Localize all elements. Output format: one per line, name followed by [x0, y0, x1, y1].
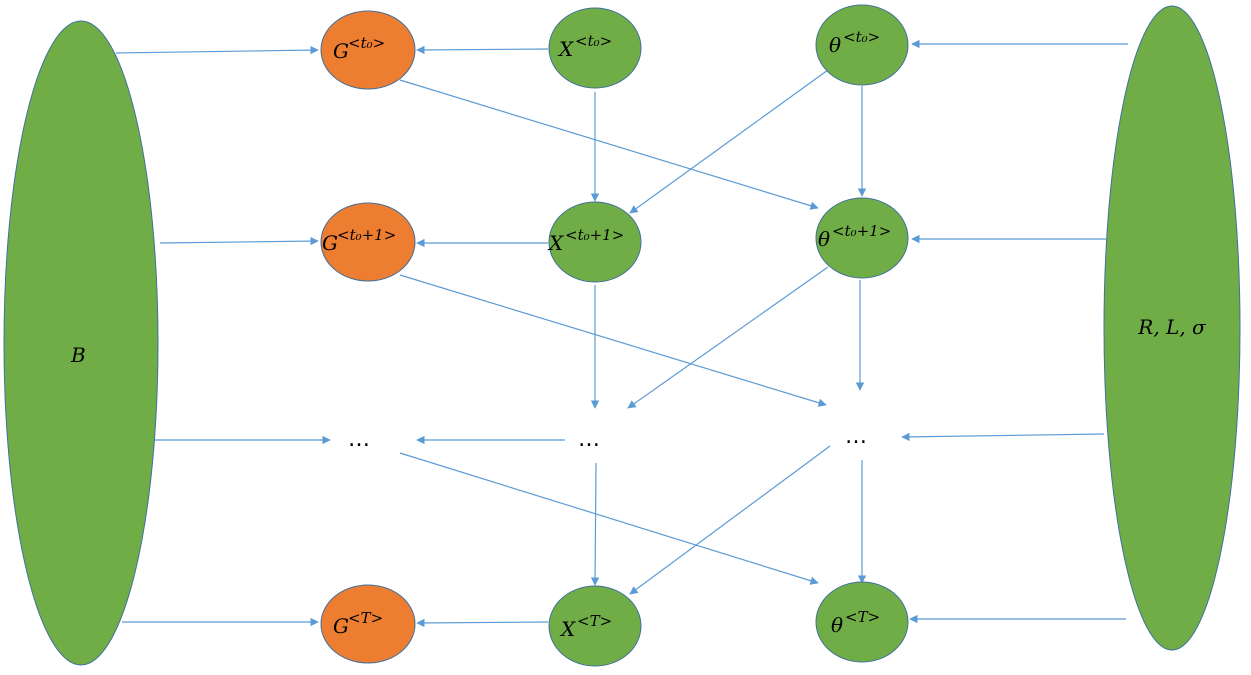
- edge-r-thdots: [901, 432, 1105, 442]
- edge-xdots-xt: [590, 462, 600, 586]
- edge-x0-g0: [416, 45, 549, 55]
- node-x-t0-base: X: [557, 37, 574, 61]
- edge-b-g1: [159, 236, 319, 246]
- node-g-t-base: G: [333, 614, 349, 638]
- node-x-t0-plus-1-sup: <t₀+1>: [565, 226, 624, 244]
- node-theta-ellipsis: …: [845, 424, 869, 449]
- node-x-t-sup: <T>: [577, 612, 612, 630]
- node-x-t: X <T>: [548, 585, 642, 667]
- node-x-t0: X <t₀>: [548, 7, 642, 89]
- node-theta-t0: θ <t₀>: [815, 4, 909, 86]
- node-r-l-sigma-label: R, L, σ: [1137, 315, 1207, 339]
- node-b-label: B: [70, 343, 86, 367]
- node-r-l-sigma: R, L, σ: [1103, 5, 1241, 651]
- node-g-t0: G <t₀>: [320, 10, 416, 90]
- node-theta-t0-plus-1: θ <t₀+1>: [815, 197, 909, 279]
- node-g-t0-plus-1: G <t₀+1>: [320, 202, 416, 282]
- node-theta-t: θ <T>: [815, 581, 909, 663]
- edge-b-g0: [115, 45, 319, 55]
- node-theta-t0-sup: <t₀>: [843, 28, 880, 46]
- node-x-ellipsis: …: [578, 427, 602, 452]
- node-g-t0-base: G: [333, 39, 349, 63]
- edges: [115, 39, 1128, 628]
- node-x-t0-plus-1-base: X: [547, 231, 564, 255]
- node-g-t0-plus-1-sup: <t₀+1>: [337, 226, 396, 244]
- edge-th0-x1: [629, 69, 829, 214]
- edge-g1-thdots: [399, 274, 827, 407]
- node-g-t: G <T>: [320, 584, 416, 664]
- node-theta-t0-plus-1-base: θ: [818, 227, 830, 251]
- node-g-ellipsis: …: [348, 427, 372, 452]
- node-x-t-base: X: [559, 617, 576, 641]
- node-g-t-sup: <T>: [348, 609, 383, 627]
- node-theta-t0-plus-1-sup: <t₀+1>: [832, 222, 891, 240]
- edge-gdots-tht: [399, 452, 819, 585]
- node-x-t0-plus-1: X <t₀+1>: [547, 201, 642, 283]
- edge-thdots-xt: [629, 445, 831, 595]
- node-g-t0-plus-1-base: G: [322, 231, 338, 255]
- node-theta-t0-base: θ: [829, 33, 841, 57]
- node-x-t0-sup: <t₀>: [575, 32, 612, 50]
- node-theta-t-base: θ: [831, 613, 843, 637]
- edge-th1-xdots: [627, 266, 829, 409]
- node-b: B: [3, 20, 159, 666]
- edge-xt-gt: [416, 618, 549, 628]
- edge-g0-th1: [399, 79, 819, 210]
- node-theta-t-sup: <T>: [845, 608, 880, 626]
- node-g-t0-sup: <t₀>: [348, 34, 385, 52]
